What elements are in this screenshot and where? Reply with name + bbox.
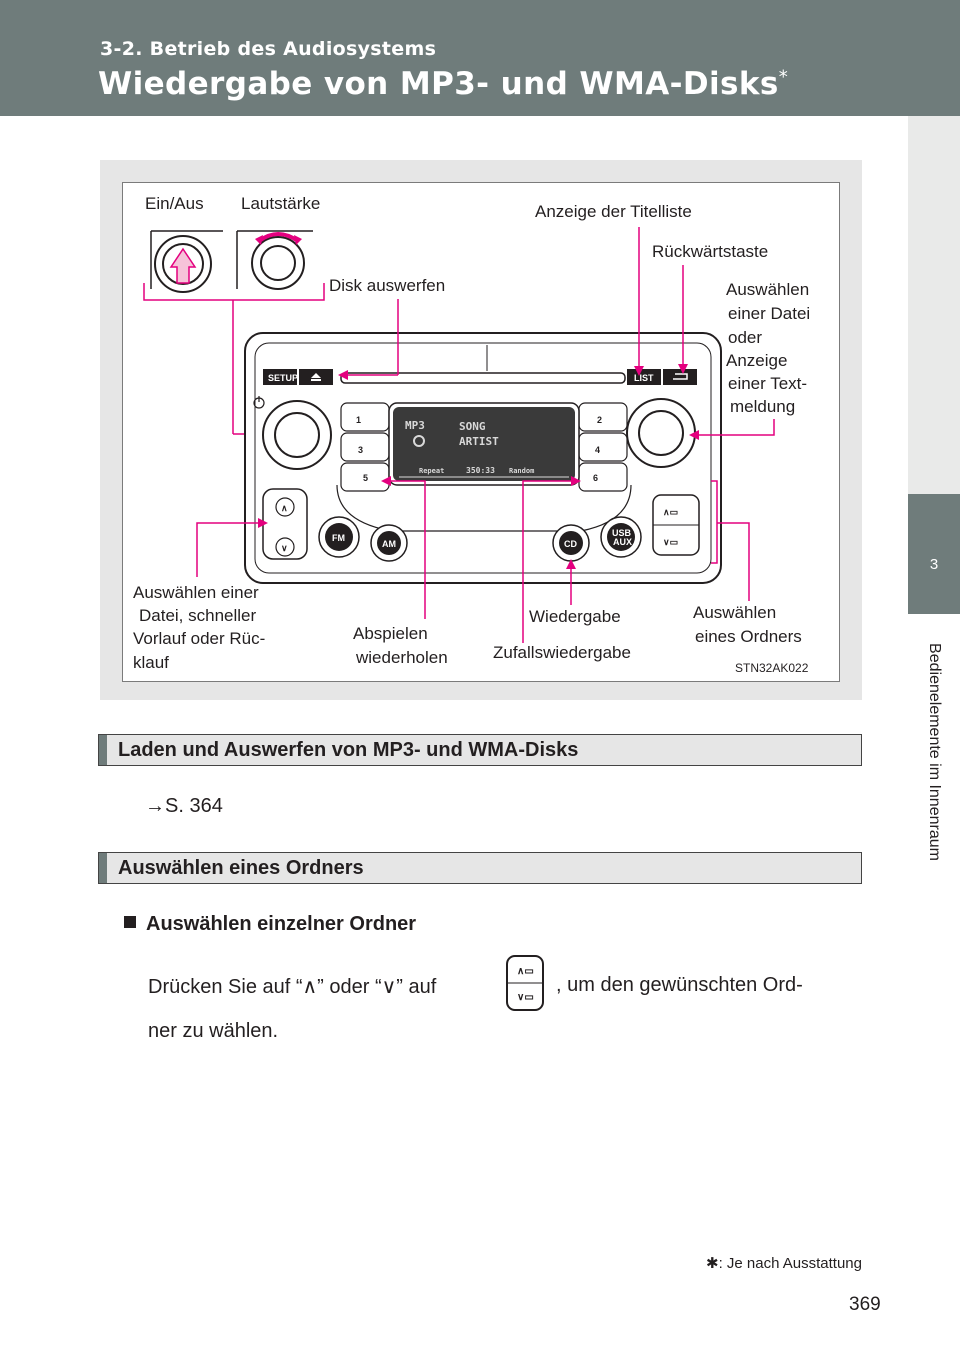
ref-arrow: → <box>145 795 165 817</box>
footnote: ✱: Je nach Ausstattung <box>706 1254 862 1272</box>
heading-text: Auswählen eines Ordners <box>118 857 364 879</box>
display-artist: ARTIST <box>459 435 499 448</box>
page-title: Wiedergabe von MP3- und WMA-Disks* <box>98 66 788 102</box>
display-format: MP3 <box>405 419 425 432</box>
preset-4-button[interactable] <box>578 432 628 462</box>
side-tab <box>908 494 960 614</box>
preset-2-button[interactable] <box>578 402 628 432</box>
label-select-file-3: oder <box>728 328 762 347</box>
footnote-marker: ✱ <box>705 1255 719 1272</box>
audio-unit: SETUP LIST <box>244 332 722 584</box>
bullet-heading: Auswählen einzelner Ordner <box>124 913 416 936</box>
aux-label: AUX <box>613 537 632 547</box>
label-folder-1: Auswählen <box>693 603 776 622</box>
page-reference[interactable]: →S. 364 <box>145 795 223 818</box>
label-select-file-1: Auswählen <box>726 280 809 299</box>
seek-up-icon: ∧ <box>281 503 288 513</box>
label-play: Wiedergabe <box>529 607 621 626</box>
audio-unit-illustration: Ein/Aus Lautstärke Anzeige der Titellist… <box>133 194 810 675</box>
seek-up-button[interactable] <box>275 497 295 517</box>
label-seek-1: Auswählen einer <box>133 583 259 602</box>
preset-6-label: 6 <box>593 473 598 483</box>
bullet-text: Auswählen einzelner Ordner <box>146 913 417 935</box>
label-select-file-5: einer Text- <box>728 374 807 393</box>
label-select-file-4: Anzeige <box>726 351 787 370</box>
preset-2-label: 2 <box>597 415 602 425</box>
setup-label: SETUP <box>268 373 298 383</box>
side-tab-number: 3 <box>929 556 939 573</box>
am-label: AM <box>382 539 396 549</box>
disc-icon <box>413 435 425 447</box>
subsection-heading-load-eject: Laden und Auswerfen von MP3- und WMA-Dis… <box>98 734 862 766</box>
preset-5-label: 5 <box>363 473 368 483</box>
folder-button-icon: ∧▭ ∨▭ <box>505 954 545 1012</box>
cd-label: CD <box>564 539 577 549</box>
heading-bar <box>99 853 107 883</box>
preset-4-label: 4 <box>595 445 600 455</box>
label-seek-2: Datei, schneller <box>139 606 257 625</box>
preset-3-label: 3 <box>358 445 363 455</box>
display-screen <box>393 407 575 481</box>
label-seek-4: klauf <box>133 653 169 672</box>
label-eject: Disk auswerfen <box>329 276 445 295</box>
page-number: 369 <box>849 1294 881 1315</box>
display-time: 350:33 <box>466 466 495 475</box>
folder-down-icon: ∨▭ <box>663 537 678 547</box>
label-select-file-2: einer Datei <box>728 304 810 323</box>
section-title: 3-2. Betrieb des Audiosystems <box>100 38 437 60</box>
back-icon <box>673 373 688 380</box>
label-random: Zufallswiedergabe <box>493 643 631 662</box>
display-random: Random <box>509 467 534 475</box>
heading-bar <box>99 735 107 765</box>
label-power: Ein/Aus <box>145 194 204 213</box>
instruction-line-1-start: Drücken Sie auf “∧” oder “∨” auf <box>148 976 437 998</box>
page-header: 3-2. Betrieb des Audiosystems Wiedergabe… <box>0 0 960 116</box>
back-button[interactable] <box>663 369 697 385</box>
inset-volume-knob <box>236 230 313 290</box>
eject-icon <box>311 373 321 378</box>
display-song: SONG <box>459 420 486 433</box>
page-title-text: Wiedergabe von MP3- und WMA-Disks <box>98 66 779 102</box>
label-back: Rückwärtstaste <box>652 242 768 261</box>
label-seek-3: Vorlauf oder Rüc- <box>133 629 265 648</box>
seek-down-button[interactable] <box>275 537 295 557</box>
footnote-text: : Je nach Ausstattung <box>718 1255 862 1272</box>
ref-text: S. 364 <box>165 795 223 817</box>
preset-3-button[interactable] <box>340 432 390 462</box>
figure-code: STN32AK022 <box>735 661 809 675</box>
heading-text: Laden und Auswerfen von MP3- und WMA-Dis… <box>118 739 579 761</box>
seek-down-icon: ∨ <box>281 543 288 553</box>
list-button[interactable] <box>627 369 661 385</box>
inset-power-knob <box>140 224 226 294</box>
instruction-line-1-end: , um den gewünschten Ord- <box>556 974 803 996</box>
subsection-heading-select-folder: Auswählen eines Ordners <box>98 852 862 884</box>
label-folder-2: eines Ordners <box>695 627 802 646</box>
instruction-line-2: ner zu wählen. <box>148 1020 279 1042</box>
figure-frame: Ein/Aus Lautstärke Anzeige der Titellist… <box>122 182 840 682</box>
usb-label: USB <box>612 528 632 538</box>
fm-label: FM <box>332 533 345 543</box>
label-title-list: Anzeige der Titelliste <box>535 202 692 221</box>
folder-up-icon: ∧▭ <box>663 507 678 517</box>
bullet-square <box>124 916 136 928</box>
label-volume: Lautstärke <box>241 194 320 213</box>
svg-text:∧▭: ∧▭ <box>517 966 534 977</box>
display-repeat: Repeat <box>419 467 444 475</box>
title-asterisk: * <box>778 66 789 88</box>
label-repeat-2: wiederholen <box>355 648 448 667</box>
preset-1-label: 1 <box>356 415 361 425</box>
label-repeat-1: Abspielen <box>353 624 428 643</box>
preset-1-button[interactable] <box>340 402 390 432</box>
preset-6-button[interactable] <box>578 462 628 492</box>
side-tab-label: Bedienelemente im Innenraum <box>926 643 943 861</box>
setup-button[interactable] <box>263 369 297 385</box>
label-select-file-6: meldung <box>730 397 795 416</box>
list-label: LIST <box>634 373 654 383</box>
audio-figure: Ein/Aus Lautstärke Anzeige der Titellist… <box>100 160 862 700</box>
svg-text:∨▭: ∨▭ <box>517 992 534 1003</box>
